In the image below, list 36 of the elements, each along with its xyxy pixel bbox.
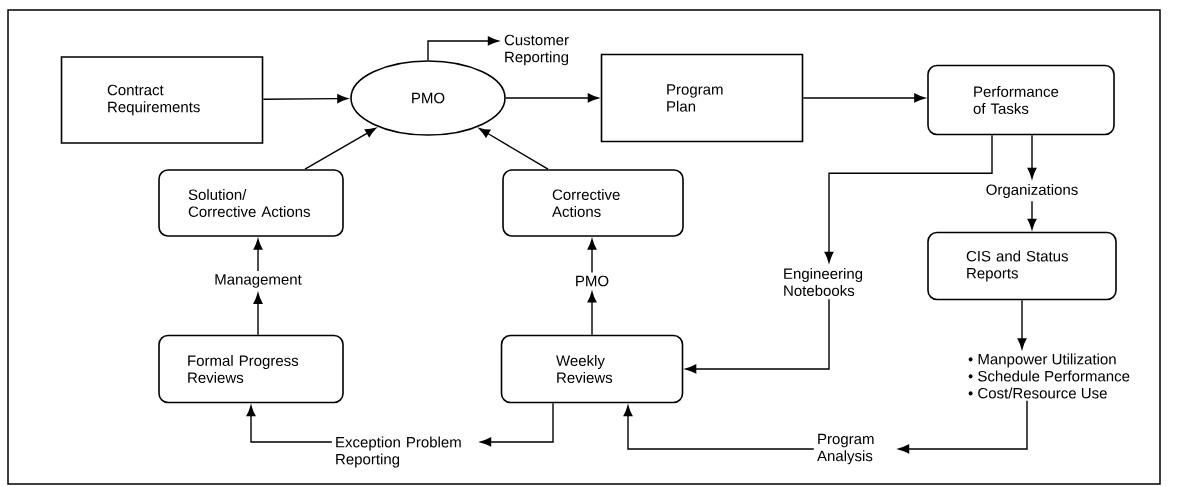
arrow: [587, 291, 597, 336]
process-box: Contract Requirements: [60, 56, 264, 144]
arrow: [685, 298, 830, 374]
rounded-box: CIS and Status Reports: [927, 231, 1117, 301]
arrow: [824, 134, 993, 263]
arrow: [479, 128, 549, 170]
arrow: [246, 405, 333, 443]
rounded-box: Solution/ Corrective Actions: [158, 169, 344, 237]
arrow: [802, 93, 926, 103]
rounded-box: Weekly Reviews: [500, 334, 684, 404]
arrow: [505, 93, 599, 103]
arrow: [623, 405, 815, 450]
process-box: Program Plan: [600, 53, 804, 143]
flow-label: PMO: [576, 275, 609, 287]
bullet-list: • Manpower Utilization • Schedule Performance • Cost/Resource Use: [968, 353, 1130, 399]
flow-label: Organizations: [986, 184, 1078, 198]
arrow: [427, 36, 499, 61]
arrow: [253, 293, 263, 336]
flow-label: Management: [215, 274, 302, 288]
flow-label: Customer Reporting: [504, 34, 569, 66]
flow-label: Exception Problem Reporting: [336, 436, 461, 468]
arrow: [1027, 200, 1037, 230]
flow-label: Program Analysis: [817, 433, 874, 465]
arrow: [1017, 299, 1027, 350]
arrow: [1027, 134, 1037, 179]
arrow: [262, 94, 349, 104]
arrow: [304, 127, 377, 170]
arrow: [253, 238, 263, 272]
arrow: [898, 400, 1028, 454]
flow-label: Engineering Notebooks: [784, 268, 863, 296]
rounded-box: Corrective Actions: [502, 169, 684, 237]
rounded-box: Formal Progress Reviews: [158, 334, 344, 404]
rounded-box: Performance of Tasks: [927, 64, 1115, 136]
process-oval: PMO: [350, 60, 506, 136]
arrow: [587, 238, 597, 274]
arrow: [480, 402, 554, 447]
